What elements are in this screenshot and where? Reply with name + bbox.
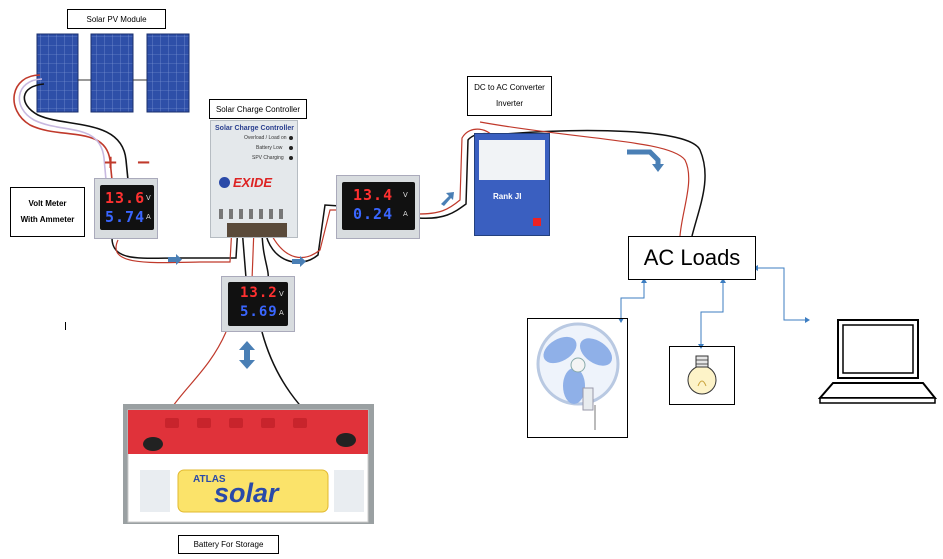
solar-panel-array [36, 33, 190, 113]
exide-brand: EXIDE [233, 175, 273, 190]
arrow-inverter-to-loads [627, 149, 661, 166]
ac-loads-box: AC Loads [628, 236, 756, 280]
laptop-icon [817, 319, 938, 404]
solar-panel-3 [146, 33, 190, 113]
terminal-strip [219, 209, 289, 219]
indicator-battery-low: Battery Low [256, 145, 283, 151]
wire-inverter-to-loads-black [504, 129, 706, 237]
arrow-controller-to-meter [292, 256, 306, 267]
dc-ac-label-line2: Inverter [495, 99, 524, 108]
load-current-unit: A [403, 210, 408, 218]
volt-meter-label-line1: Volt Meter [28, 199, 67, 208]
inverter-unit: Rank JI [474, 133, 550, 236]
solar-pv-module-label: Solar PV Module [67, 9, 166, 29]
pv-current-reading: 5.74 [105, 208, 146, 226]
arrow-pv-to-controller [168, 254, 182, 265]
inverter-power-switch [533, 218, 541, 226]
battery-current-reading: 5.69 [240, 304, 278, 320]
indicator-spv-charging: SPV Charging [252, 155, 284, 161]
battery-voltage-reading: 13.2 [240, 285, 278, 301]
plus-sign: + [103, 152, 119, 173]
battery-volt-ammeter: 13.2 V 5.69 A [221, 276, 295, 332]
battery-label: Battery For Storage [178, 535, 279, 554]
fan-frame [527, 318, 628, 438]
fan-icon [536, 322, 620, 430]
arrow-battery-bidirectional [239, 341, 255, 369]
pv-volt-ammeter: 13.6 V 5.74 A [94, 178, 158, 239]
terminal-block [227, 223, 287, 237]
controller-title: Solar Charge Controller [215, 125, 294, 132]
wire-inverter-to-loads-red [479, 121, 690, 237]
indicator-overload: Overload / Load on [244, 135, 287, 141]
inverter-brand: Rank JI [493, 192, 522, 201]
bulb-icon [687, 355, 717, 395]
pv-voltage-reading: 13.6 [105, 189, 146, 207]
battery-voltage-unit: V [279, 290, 284, 298]
led-1 [289, 136, 293, 140]
wire-meter-to-inverter [417, 128, 496, 215]
exide-logo: EXIDE [219, 175, 272, 190]
solar-panel-2 [90, 33, 134, 113]
charge-controller-label: Solar Charge Controller [209, 99, 307, 119]
load-volt-ammeter: 13.4 V 0.24 A [336, 175, 420, 239]
load-voltage-reading: 13.4 [353, 186, 394, 204]
arrow-to-inverter [441, 192, 454, 206]
exide-emblem-icon [219, 177, 230, 188]
text-cursor [65, 322, 66, 330]
wire-panel-positive [13, 74, 113, 181]
inverter-top-panel [479, 140, 545, 180]
load-current-reading: 0.24 [353, 205, 394, 223]
dc-ac-label-line1: DC to AC Converter [474, 83, 545, 92]
charge-controller: Solar Charge Controller Overload / Load … [210, 120, 298, 238]
battery-brand-atlas: ATLAS [193, 474, 226, 485]
bulb-frame [669, 346, 735, 405]
volt-meter-label-line2: With Ammeter [20, 215, 75, 224]
battery-current-unit: A [279, 309, 284, 317]
battery-brand-solar: solar [214, 478, 279, 508]
minus-sign: − [136, 152, 152, 173]
led-2 [289, 146, 293, 150]
led-3 [289, 156, 293, 160]
solar-panel-1 [36, 33, 79, 113]
dc-ac-converter-label: DC to AC Converter Inverter [467, 76, 552, 116]
load-connections [620, 267, 808, 346]
wire-pv-to-controller-red [115, 225, 233, 264]
wire-panel-negative [23, 83, 129, 181]
load-voltage-unit: V [403, 191, 408, 199]
pv-voltage-unit: V [146, 194, 151, 202]
battery-image [123, 404, 374, 524]
volt-meter-label: Volt Meter With Ammeter [10, 187, 85, 237]
pv-current-unit: A [146, 213, 151, 221]
